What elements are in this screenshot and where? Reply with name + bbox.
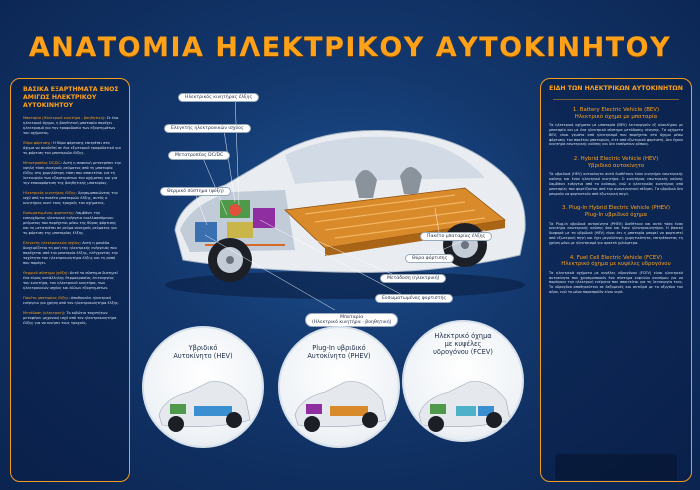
- fcev-car-illustration: [418, 381, 511, 432]
- phev-car-illustration: [294, 381, 387, 432]
- list-item: Θερμικό σύστημα (ψύξη): Αυτό το σύστημα …: [23, 271, 121, 291]
- components-heading: ΒΑΣΙΚΑ ΕΞΑΡΤΗΜΑΤΑ ΕΝΟΣ ΑΜΙΓΩΣ ΗΛΕΚΤΡΙΚΟΥ…: [23, 86, 119, 109]
- vehicle-type-description: Τα ηλεκτρικά οχήματα με κυψέλες υδρογόνο…: [549, 270, 683, 294]
- component-text: : Αυτή η συσκευή μετατρέπει την υψηλή τά…: [23, 161, 121, 185]
- component-text: : Σε ένα ηλεκτρικό όχημα, η βοηθητική μπ…: [23, 116, 119, 135]
- callout-traction-motor: Ηλεκτρικός κινητήρας έλξης: [178, 93, 260, 102]
- callout-charge-port: Θύρα φόρτισης: [405, 254, 455, 263]
- list-item: Θύρα φόρτισης: Η θύρα φόρτισης επιτρέπει…: [23, 141, 121, 156]
- callout-aux-battery: Μπαταρία (Ηλεκτρικό κινητήρα - βοηθητική…: [305, 313, 399, 327]
- front-wheel: [208, 238, 252, 282]
- callout-aux-battery-line1: Μπαταρία: [340, 315, 364, 320]
- vehicle-type-subtitle: Plug-In υβριδικό όχημα: [584, 211, 648, 218]
- circle-title-line: Αυτοκίνητο (HEV): [173, 352, 233, 360]
- component-term: Μετατροπέας DC/DC: [23, 161, 61, 165]
- component-text: : Το κιβώτιο ταχυτήτων μεταφέρει μηχανικ…: [23, 311, 117, 325]
- component-text: : Αποθηκεύει ηλεκτρική ενέργεια για χρήσ…: [23, 296, 120, 305]
- vehicle-type-subtitle: Ηλεκτρικό όχημα με μπαταρία: [574, 113, 658, 120]
- vehicle-type-fcev: 4. Fuel Cell Electric Vehicle (FCEV) Ηλε…: [541, 252, 691, 295]
- vehicle-type-title: 4. Fuel Cell Electric Vehicle (FCEV): [569, 254, 663, 261]
- divider: [553, 99, 679, 100]
- component-text: : Η θύρα φόρτισης επιτρέπει στο όχημα να…: [23, 141, 121, 155]
- component-term: Ενσωματωμένος φορτιστής: [23, 211, 74, 215]
- component-text: : Λαμβάνει την εισερχόμενη ηλεκτρική ενέ…: [23, 211, 117, 235]
- vehicle-type-bev: 1. Battery Electric Vehicle (BEV) Ηλεκτρ…: [541, 104, 691, 147]
- vehicle-types-panel: ΕΙΔΗ ΤΩΝ ΗΛΕΚΤΡΙΚΩΝ ΑΥΤΟΚΙΝΗΤΩΝ 1. Batte…: [540, 78, 692, 482]
- list-item: Ελεγκτής ηλεκτρονικών ισχύος: Αυτή η μον…: [23, 241, 121, 266]
- vehicle-types-heading: ΕΙΔΗ ΤΩΝ ΗΛΕΚΤΡΙΚΩΝ ΑΥΤΟΚΙΝΗΤΩΝ: [549, 85, 683, 92]
- list-item: Μετατροπέας DC/DC: Αυτή η συσκευή μετατρ…: [23, 161, 121, 186]
- circle-title-line: Αυτοκίνητο (PHEV): [307, 352, 371, 360]
- circle-title-line: Plug-In υβριδικό: [312, 344, 366, 352]
- components-panel: ΒΑΣΙΚΑ ΕΞΑΡΤΗΜΑΤΑ ΕΝΟΣ ΑΜΙΓΩΣ ΗΛΕΚΤΡΙΚΟΥ…: [10, 78, 130, 482]
- component-term: Μετάδοση (ηλεκτρική): [23, 311, 64, 315]
- callout-battery-pack: Πακέτο μπαταρίας έλξης: [420, 232, 493, 241]
- vehicle-type-title: 2. Hybrid Electric Vehicle (HEV): [573, 156, 659, 163]
- callout-aux-battery-line2: (Ηλεκτρικό κινητήρα - βοηθητική): [312, 320, 392, 325]
- circle-phev-title: Plug-In υβριδικό Αυτοκίνητο (PHEV): [280, 344, 398, 360]
- component-text: : Χρησιμοποιώντας την ισχύ από το πακέτο…: [23, 191, 118, 205]
- callout-onboard-charger: Ενσωματωμένος φορτιστής: [375, 294, 454, 303]
- component-term: Ελεγκτής ηλεκτρονικών ισχύος: [23, 241, 80, 245]
- component-term: Ηλεκτρικός κινητήρας έλξης: [23, 191, 76, 195]
- vehicle-type-hev: 2. Hybrid Electric Vehicle (HEV) Υβριδικ…: [541, 153, 691, 196]
- circle-phev: Plug-In υβριδικό Αυτοκίνητο (PHEV): [278, 326, 400, 448]
- publisher-info: [555, 454, 677, 480]
- component-term: Μπαταρία (Ηλεκτρικό κινητήρα - βοηθητική…: [23, 116, 105, 120]
- circle-title-line: με κυψέλες: [444, 340, 482, 348]
- circle-hev-title: Υβριδικό Αυτοκίνητο (HEV): [144, 344, 262, 360]
- callout-transmission: Μετάδοση (ηλεκτρική): [380, 274, 447, 283]
- list-item: Μετάδοση (ηλεκτρική): Το κιβώτιο ταχυτήτ…: [23, 311, 121, 326]
- poster-title: ΑΝΑΤΟΜΙΑ ΗΛΕΚΤΡΙΚΟΥ ΑΥΤΟΚΙΝΗΤΟΥ: [28, 32, 672, 63]
- component-text: : Αυτή η μονάδα διαχειρίζεται τη ροή της…: [23, 241, 118, 265]
- circle-title-line: Υβριδικό: [188, 344, 218, 352]
- circle-title-line: Ηλεκτρικό όχημα: [434, 332, 492, 340]
- vehicle-type-title: 1. Battery Electric Vehicle (BEV): [572, 107, 660, 113]
- circle-hev: Υβριδικό Αυτοκίνητο (HEV): [142, 326, 264, 448]
- vehicle-type-subtitle: Ηλεκτρικό όχημα με κυψέλες υδρογόνου: [561, 261, 671, 268]
- list-item: Μπαταρία (Ηλεκτρικό κινητήρα - βοηθητική…: [23, 116, 121, 136]
- callout-thermal: Θερμικό σύστημα (ψύξη): [160, 187, 231, 196]
- vehicle-type-phev: 3. Plug-In Hybrid Electric Vehicle (PHEV…: [541, 202, 691, 245]
- aux-battery-shape: [195, 222, 217, 242]
- hev-car-illustration: [158, 381, 251, 432]
- component-term: Πακέτο μπαταρίας έλξης: [23, 296, 69, 300]
- charger-shape: [253, 208, 275, 228]
- list-item: Ενσωματωμένος φορτιστής: Λαμβάνει την ει…: [23, 211, 121, 236]
- circle-title-line: υδρογόνου (FCEV): [433, 348, 493, 356]
- callout-dcdc: Μετατροπέας DC/DC: [168, 151, 231, 160]
- component-text: : Αυτό το σύστημα διατηρεί ένα εύρος κατ…: [23, 271, 118, 290]
- component-term: Θερμικό σύστημα (ψύξη): [23, 271, 68, 275]
- circle-fcev: Ηλεκτρικό όχημα με κυψέλες υδρογόνου (FC…: [402, 320, 524, 442]
- components-list: Μπαταρία (Ηλεκτρικό κινητήρα - βοηθητική…: [11, 114, 129, 326]
- callout-power-controller: Ελεγκτής ηλεκτρονικών ισχύος: [164, 124, 251, 133]
- vehicle-type-description: Τα ηλεκτρικά οχήματα με μπαταρία (BEV) λ…: [549, 123, 683, 147]
- vehicle-type-description: Τα Plug-In υβριδικά αυτοκίνητα (PHEV) δι…: [549, 221, 683, 245]
- vehicle-type-subtitle: Υβριδικό αυτοκίνητο: [587, 162, 645, 169]
- list-item: Ηλεκτρικός κινητήρας έλξης: Χρησιμοποιών…: [23, 191, 121, 206]
- circle-fcev-title: Ηλεκτρικό όχημα με κυψέλες υδρογόνου (FC…: [404, 332, 522, 356]
- car-glass: [285, 136, 485, 184]
- vehicle-type-description: Τα υβριδικά (HEV) αυτοκίνητα αυτά διαθέτ…: [549, 172, 683, 196]
- component-term: Θύρα φόρτισης: [23, 141, 51, 145]
- vehicle-type-title: 3. Plug-In Hybrid Electric Vehicle (PHEV…: [562, 205, 670, 212]
- list-item: Πακέτο μπαταρίας έλξης: Αποθηκεύει ηλεκτ…: [23, 296, 121, 306]
